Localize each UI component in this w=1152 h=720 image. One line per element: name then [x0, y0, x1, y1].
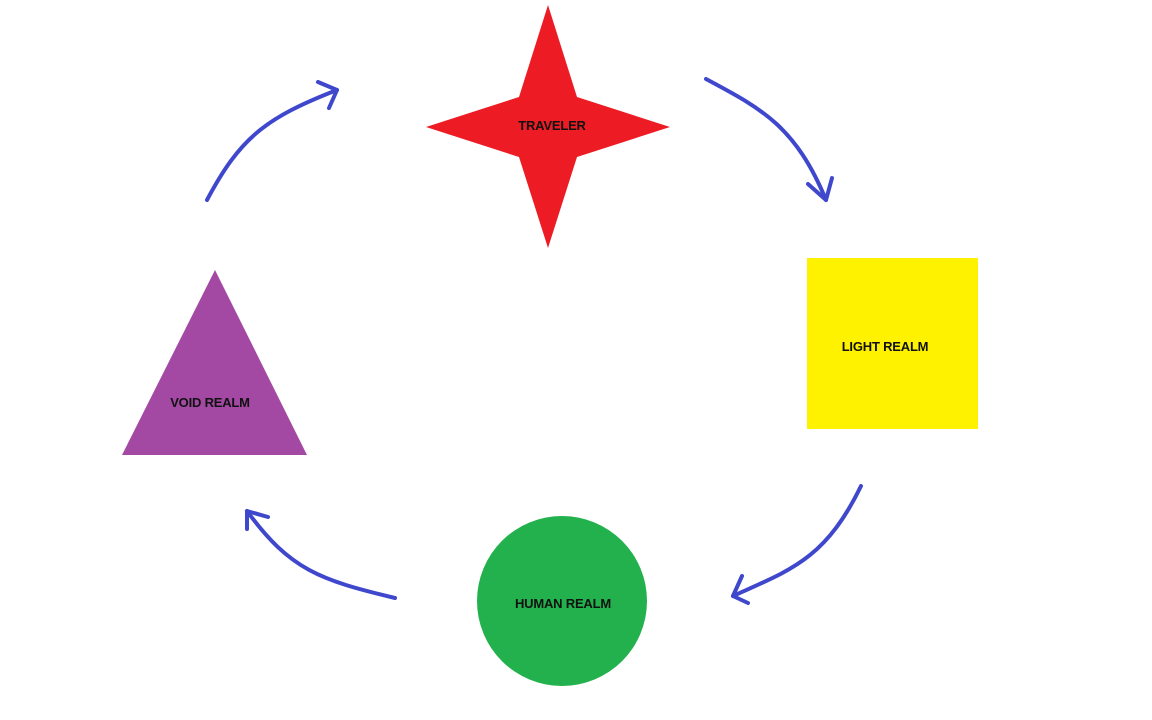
- void-realm-label: VOID REALM: [170, 395, 250, 410]
- arrow-traveler-to-light-realm: [704, 77, 834, 202]
- node-void-realm: VOID REALM: [122, 270, 307, 455]
- arrow-light-realm-to-human-realm-line: [731, 484, 863, 598]
- arrow-human-realm-to-void-realm-head: [245, 509, 270, 531]
- arrow-light-realm-to-human-realm-head: [731, 574, 750, 605]
- traveler-label: TRAVELER: [518, 118, 586, 133]
- arrow-void-realm-to-traveler-line: [205, 88, 339, 202]
- void-realm-triangle-shape: [122, 270, 307, 455]
- human-realm-circle-shape: [477, 516, 647, 686]
- arrow-human-realm-to-void-realm-line: [245, 509, 397, 600]
- arrow-human-realm-to-void-realm: [245, 509, 397, 600]
- human-realm-label: HUMAN REALM: [515, 596, 611, 611]
- arrow-void-realm-to-traveler: [205, 80, 339, 202]
- arrow-traveler-to-light-realm-head: [806, 176, 834, 202]
- node-human-realm: HUMAN REALM: [477, 516, 647, 686]
- arrow-light-realm-to-human-realm: [731, 484, 863, 605]
- light-realm-square-shape: [807, 258, 978, 429]
- light-realm-label: LIGHT REALM: [842, 339, 929, 354]
- traveler-star-shape: [426, 5, 670, 248]
- node-light-realm: LIGHT REALM: [807, 258, 978, 429]
- node-traveler: TRAVELER: [426, 5, 670, 248]
- arrow-void-realm-to-traveler-head: [316, 80, 339, 110]
- arrow-traveler-to-light-realm-line: [704, 77, 828, 202]
